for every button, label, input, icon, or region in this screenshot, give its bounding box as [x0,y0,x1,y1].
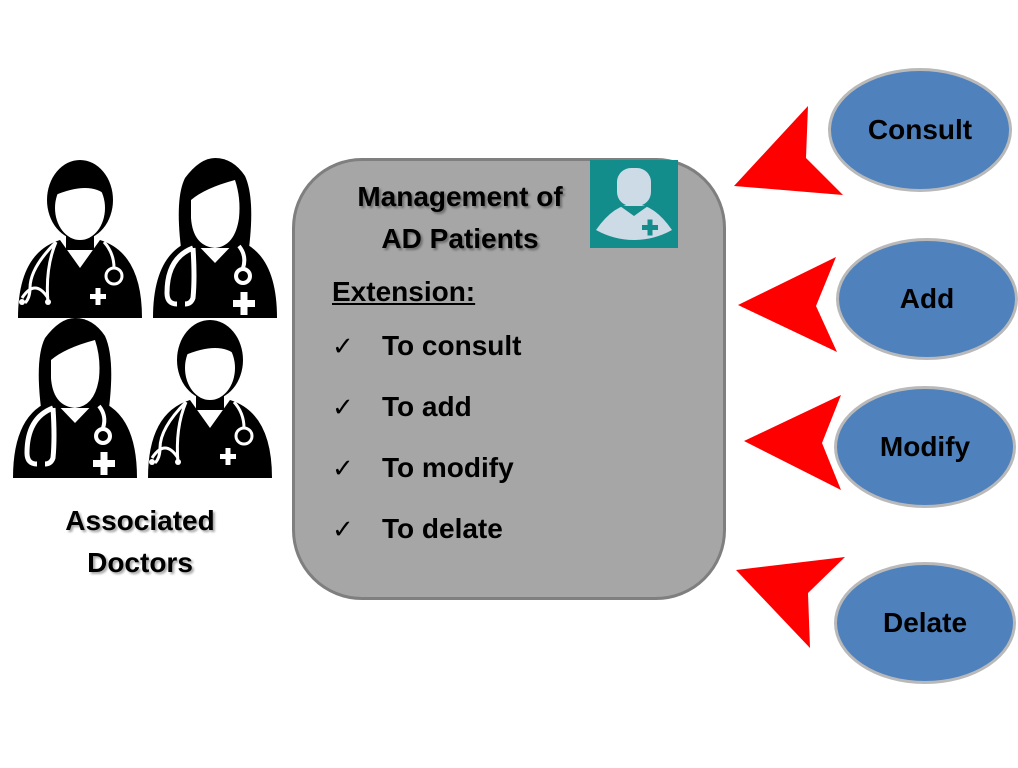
arrow-modify-icon [744,395,841,490]
delate-oval[interactable]: Delate [834,562,1016,684]
caption-line-1: Associated [65,505,215,536]
caption-line-2: Doctors [87,547,193,578]
title-line-1: Management of [357,181,563,212]
modify-oval[interactable]: Modify [834,386,1016,508]
check-icon: ✓ [332,392,354,422]
add-oval[interactable]: Add [836,238,1018,360]
arrow-consult-icon [734,106,843,195]
check-icon: ✓ [332,514,354,544]
consult-oval[interactable]: Consult [828,68,1012,192]
check-icon: ✓ [332,331,354,361]
management-title: Management of AD Patients [330,176,590,260]
female-doctor-icon [153,158,277,318]
extension-label: Extension: [332,276,476,307]
female-doctor-icon [13,318,137,478]
list-item: ✓ To consult [332,330,521,362]
list-item-label: To modify [382,452,514,483]
list-item-label: To delate [382,513,503,544]
list-item: ✓ To delate [332,513,503,545]
male-doctor-icon [146,318,274,480]
male-doctor-icon [16,158,144,320]
check-icon: ✓ [332,453,354,483]
arrow-delate-icon [736,557,845,648]
patient-icon [590,160,678,248]
arrow-add-icon [738,257,837,352]
title-line-2: AD Patients [381,223,539,254]
list-item: ✓ To add [332,391,472,423]
list-item: ✓ To modify [332,452,514,484]
doctors-caption: Associated Doctors [40,500,240,584]
list-item-label: To consult [382,330,522,361]
list-item-label: To add [382,391,472,422]
